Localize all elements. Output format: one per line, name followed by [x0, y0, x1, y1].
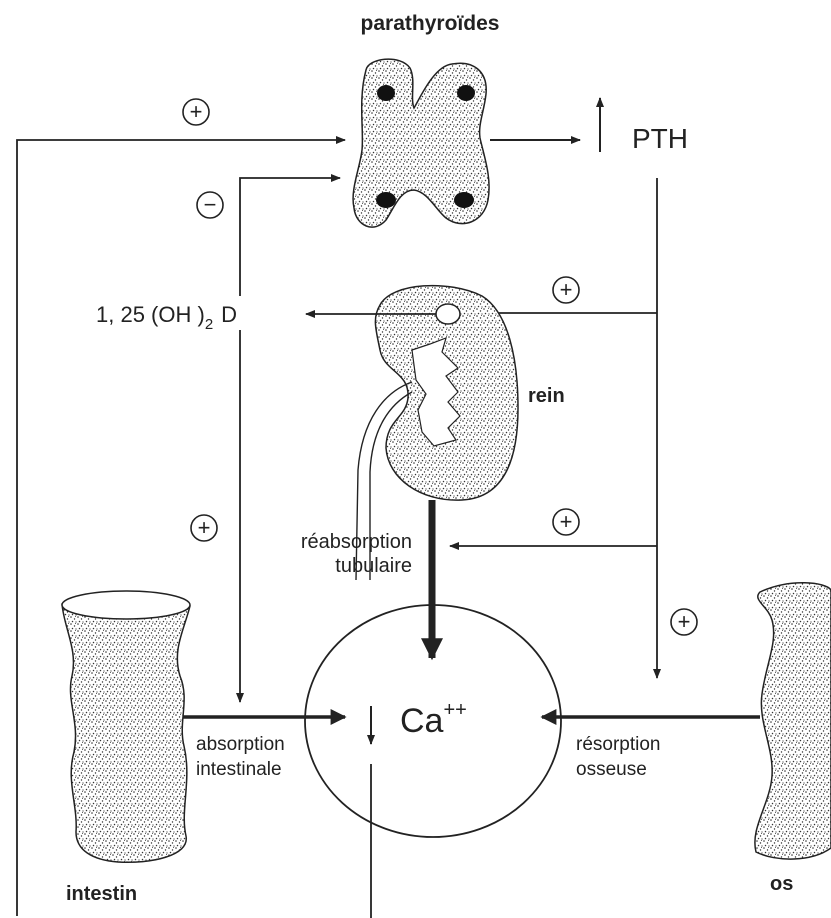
resorption-label-2: osseuse	[576, 759, 647, 780]
absorption-label-1: absorption	[196, 734, 285, 755]
resorption-label-1: résorption	[576, 734, 661, 755]
svg-text:+: +	[190, 99, 203, 124]
os-label: os	[770, 873, 793, 895]
reabsorption-label-2: tubulaire	[335, 555, 412, 577]
intestin-label: intestin	[66, 883, 137, 905]
sign-calcium-to-parathyroid: +	[183, 99, 209, 125]
svg-text:+: +	[198, 515, 211, 540]
intestine-shape	[62, 593, 190, 862]
sign-pth-to-kidney: +	[553, 277, 579, 303]
absorption-label-2: intestinale	[196, 759, 282, 780]
vitd-feedback-line	[240, 178, 340, 296]
sign-vitd-to-parathyroid: −	[197, 192, 223, 218]
parathyroid-gland-bottom-left	[376, 192, 396, 208]
parathyroid-gland-top-right	[457, 85, 475, 101]
bone	[755, 583, 831, 859]
svg-text:+: +	[560, 509, 573, 534]
sign-vitd-to-intestine: +	[191, 515, 217, 541]
intestine-opening	[62, 591, 190, 619]
svg-text:+: +	[560, 277, 573, 302]
kidney-hydroxylation-site	[436, 304, 460, 324]
svg-text:−: −	[204, 192, 217, 217]
parathyroides-label: parathyroïdes	[361, 12, 500, 35]
pth-label: PTH	[632, 123, 688, 154]
parathyroid-gland-bottom-right	[454, 192, 474, 208]
calcium-label: Ca++	[400, 699, 467, 740]
parathyroid-glands	[353, 59, 489, 227]
svg-text:+: +	[678, 609, 691, 634]
intestine	[62, 591, 190, 862]
parathyroid-gland-top-left	[377, 85, 395, 101]
sign-pth-to-bone: +	[671, 609, 697, 635]
bone-shape	[755, 583, 831, 859]
reabsorption-label-1: réabsorption	[301, 531, 412, 553]
sign-pth-to-reabsorption: +	[553, 509, 579, 535]
rein-label: rein	[528, 385, 565, 407]
